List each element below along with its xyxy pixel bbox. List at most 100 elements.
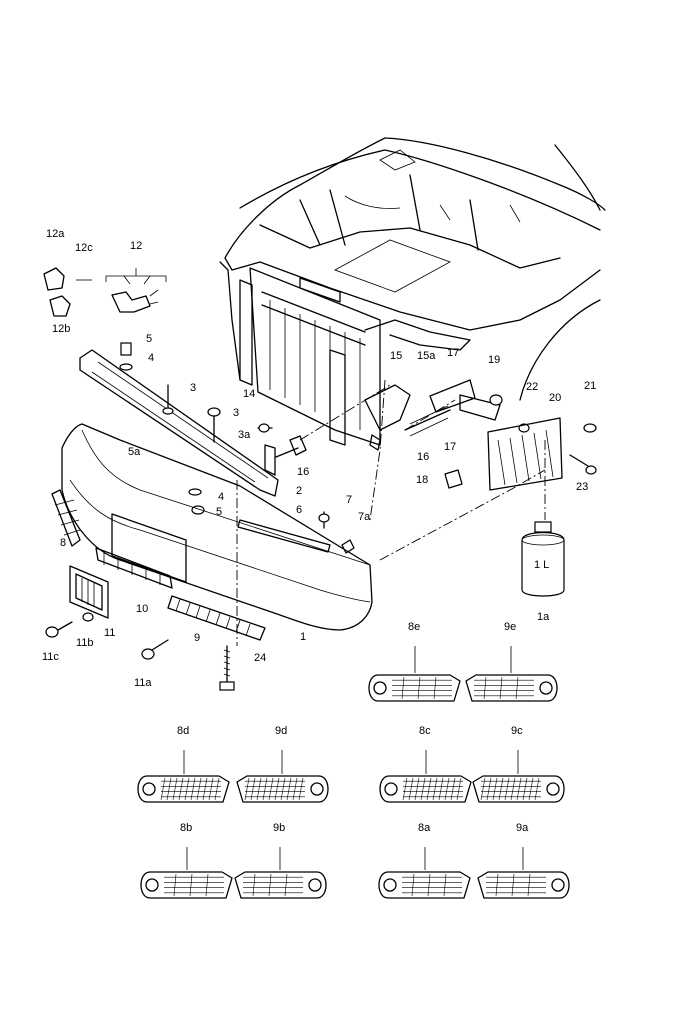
callout-20: 20 [549,392,561,404]
grille-variant-8a: 8a [378,822,471,899]
car-body-outline [219,137,606,401]
grille-mesh [522,777,528,801]
callout-17-top: 17 [447,347,459,359]
grille-mesh [414,777,420,801]
grille-rib [268,873,272,897]
grille-mesh [178,777,184,801]
screw-11a [141,639,169,660]
grille-rib [189,873,193,897]
fluid-bottle: 1 L [521,521,565,597]
grille-variant-8d: 8d [137,725,230,803]
grille-rib [515,676,519,700]
grille-outline [236,775,329,803]
grille-rib [284,873,288,897]
sensor-group-12 [43,267,167,317]
callout-11c: 11c [42,651,59,663]
grille-variant-9a: 9a [477,822,570,899]
bumper-reinforcement [79,349,279,497]
fog-lamp-opening [142,782,156,796]
grille-mesh [262,777,268,801]
grille-mesh [166,777,172,801]
grille-mesh [214,777,220,801]
grille-variant-label: 8e [408,621,420,633]
fog-lamp-opening [551,878,565,892]
callout-21: 21 [584,380,596,392]
grille-variant-label: 9c [511,725,523,737]
grille-mesh [250,777,256,801]
callout-4-low: 4 [218,491,224,503]
callout-9: 9 [194,632,200,644]
grille-variants: 8e 9e 8d 9d 8c 9c 8b 9b 8a 9a [137,621,570,899]
grille-outline [465,674,558,702]
grille-mesh [160,777,166,801]
grille-variant-label: 9e [504,621,516,633]
fog-lamp-opening [373,681,387,695]
callout-1a: 1a [537,611,550,623]
callout-14: 14 [243,388,255,400]
grille-mesh [456,777,462,801]
callout-2: 2 [296,485,302,497]
grille-rib [252,873,256,897]
grille-rib [511,873,515,897]
callout-17-low: 17 [444,441,456,453]
grille-outline [379,775,472,803]
grille-rib [205,873,209,897]
grille-variant-9d: 9d [236,725,329,803]
grille-mesh [256,777,262,801]
callout-12c: 12c [75,242,93,254]
grille-rib [411,873,415,897]
callout-5-top: 5 [146,333,152,345]
callout-7a: 7a [358,511,371,523]
callout-22: 22 [526,381,538,393]
bottle-label: 1 L [534,559,549,571]
grille-mesh [408,777,414,801]
grille-outline [472,775,565,803]
grille-mesh [516,777,522,801]
grille-mesh [244,777,250,801]
grille-mesh [498,777,504,801]
callout-3a: 3a [238,429,251,441]
grille-mesh [286,777,292,801]
grille-mesh [202,777,208,801]
grille-mesh [426,777,432,801]
callout-11b: 11b [76,637,94,649]
grille-rib [401,676,405,700]
callout-24: 24 [254,652,266,664]
grille-mesh [492,777,498,801]
callout-19: 19 [488,354,500,366]
grille-mesh [298,777,304,801]
grille-mesh [510,777,516,801]
callout-12: 12 [130,240,142,252]
callout-16-right: 16 [417,451,429,463]
callout-8: 8 [60,537,66,549]
grille-rib [173,873,177,897]
callout-12a: 12a [46,228,65,240]
fog-lamp-opening [546,782,560,796]
grille-mesh [208,777,214,801]
grille-variant-label: 8d [177,725,189,737]
grille-variant-8c: 8c [379,725,472,803]
grille-mesh [184,777,190,801]
callout-3-left: 3 [190,382,196,394]
callout-3-mid: 3 [233,407,239,419]
grille-mesh [196,777,202,801]
grille-rib [417,676,421,700]
callout-16-left: 16 [297,466,309,478]
bolt-24 [219,645,235,691]
callout-12b: 12b [52,323,70,335]
callout-1: 1 [300,631,306,643]
right-side-parts [364,379,597,491]
grille-variant-label: 9b [273,822,285,834]
grille-variant-label: 8a [418,822,431,834]
grille-outline [368,674,461,702]
grille-mesh [190,777,196,801]
grille-outline [378,871,471,899]
callout-15: 15 [390,350,402,362]
callout-5a: 5a [128,446,141,458]
side-reflector-bracket [45,565,109,638]
grille-outline [477,871,570,899]
grille-variant-label: 8b [180,822,192,834]
callout-11a: 11a [134,677,152,689]
grille-rib [483,676,487,700]
